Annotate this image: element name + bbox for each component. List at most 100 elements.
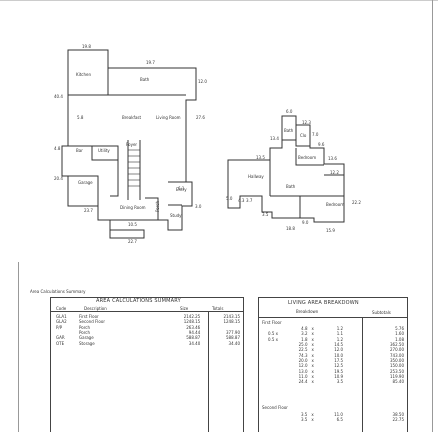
living-row-cell: x (311, 331, 314, 337)
living-row-cell: 270.00 (390, 347, 404, 353)
dim-porch-bottom: 10.5 (128, 222, 137, 227)
dim-bath-top: 19.7 (146, 60, 155, 65)
upper-dim-12: 3.5 (262, 212, 269, 217)
living-row-cell: 3.5 (300, 412, 308, 418)
living-row-cell: 1.60 (395, 331, 404, 337)
upper-room-closet: Clo (300, 133, 307, 138)
summary-row-cell: GLA1 (56, 314, 67, 320)
living-row-cell: 13.0 (298, 368, 308, 374)
upper-room-bath2: Bath (286, 184, 296, 189)
summary-row: Porch 94.44 377.90 (54, 330, 242, 335)
living-row-cell: x (311, 326, 314, 332)
living-row-cell: 19.5 (334, 368, 344, 374)
first-floor-label: First Floor (262, 320, 282, 325)
room-living: Living Room (156, 115, 181, 120)
upper-dim-0: 6.0 (286, 109, 293, 114)
summary-header-description: Description (84, 306, 107, 311)
upper-dim-1: 12.3 (302, 120, 311, 125)
living-row-cell: 5.76 (395, 326, 404, 332)
upper-dim-6: 13.6 (328, 156, 337, 161)
summary-row-cell: 94.44 (188, 330, 201, 336)
living-breakdown-box (258, 297, 408, 432)
living-row-cell: 1.8 (301, 336, 308, 342)
upper-dim-11: 22.2 (352, 200, 361, 205)
living-header-subtotals: Subtotals (372, 310, 391, 315)
room-kitchen: Kitchen (76, 72, 92, 77)
dim-study-right: 3.0 (195, 204, 202, 209)
dim-left: 40.4 (54, 94, 63, 99)
upper-room-bath: Bath (284, 128, 294, 133)
top-rule (0, 0, 438, 1)
living-row-cell: 3.5 (336, 379, 344, 385)
living-row-cell: 3.5 (300, 417, 308, 423)
living-row-cell: 22.75 (392, 417, 404, 423)
living-row-cell: 1.08 (395, 336, 404, 342)
living-row-cell: 0.5 x (268, 331, 278, 337)
summary-title: AREA CALCULATIONS SUMMARY (96, 298, 181, 304)
summary-row-cell: Second Floor (79, 319, 105, 325)
summary-header-rule (50, 311, 244, 312)
living-row-cell (266, 417, 286, 422)
left-rule (18, 262, 19, 432)
summary-row-cell: 2142.25 (183, 314, 201, 320)
upper-dim-2: 13.4 (270, 136, 279, 141)
living-row-cell: x (311, 412, 314, 418)
room-entry: Entry (176, 187, 187, 192)
dim-bar-left: 4.8 (54, 146, 61, 151)
upper-dim-9: 4.3 (238, 198, 245, 203)
dim-kitchen: 5.8 (77, 115, 84, 120)
living-row-cell: x (311, 342, 314, 348)
summary-row-cell: Porch (79, 330, 91, 336)
summary-header-totals: Totals (212, 306, 224, 311)
summary-row-cell: Porch (79, 324, 91, 330)
living-row-cell: 10.9 (334, 373, 344, 379)
upper-room-bedroom: Bedroom (298, 155, 317, 160)
dim-right: 12.0 (198, 79, 207, 84)
summary-row-cell: 2143.15 (223, 314, 240, 320)
summary-header-code: Code (56, 306, 67, 311)
living-col-rule (362, 317, 363, 432)
room-bar: Bar (76, 148, 83, 153)
room-dining: Dining Room (120, 205, 146, 210)
summary-row-cell: 263.46 (186, 324, 201, 330)
living-row-cell: 85.40 (392, 379, 404, 385)
living-title: LIVING AREA BREAKDOWN (288, 300, 359, 306)
living-row-cell: 12.0 (298, 363, 308, 369)
upper-dim-4: 9.6 (318, 142, 325, 147)
upper-room-hallway: Hallway (248, 174, 264, 179)
room-study: Study (170, 213, 182, 218)
summary-row-cell: 34.40 (228, 340, 240, 346)
living-row-cell (266, 379, 286, 384)
living-row-cell: 24.4 (298, 379, 308, 385)
living-row-cell: 362.50 (390, 342, 404, 348)
summary-row-cell: 588.87 (186, 335, 201, 341)
upper-dim-14: 9.0 (302, 220, 309, 225)
living-row-cell: 12.0 (334, 347, 344, 353)
living-row-cell: x (311, 336, 314, 342)
living-row-cell: 4.8 (301, 326, 308, 332)
summary-row-cell: 377.90 (226, 330, 240, 336)
summary-row-cell: 588.87 (226, 335, 240, 341)
room-utility: Utility (98, 148, 110, 153)
living-header-breakdown: Breakdown (296, 309, 319, 314)
summary-row-cell: First Floor (79, 314, 99, 320)
living-row-cell: 1.2 (336, 326, 344, 332)
living-row-cell: 0.5 x (268, 336, 278, 342)
summary-row-cell: GLA2 (56, 319, 67, 325)
second-floor-label: Second Floor (262, 405, 288, 410)
living-row-cell: 11.0 (334, 412, 343, 418)
upper-dim-3: 7.0 (312, 132, 319, 137)
